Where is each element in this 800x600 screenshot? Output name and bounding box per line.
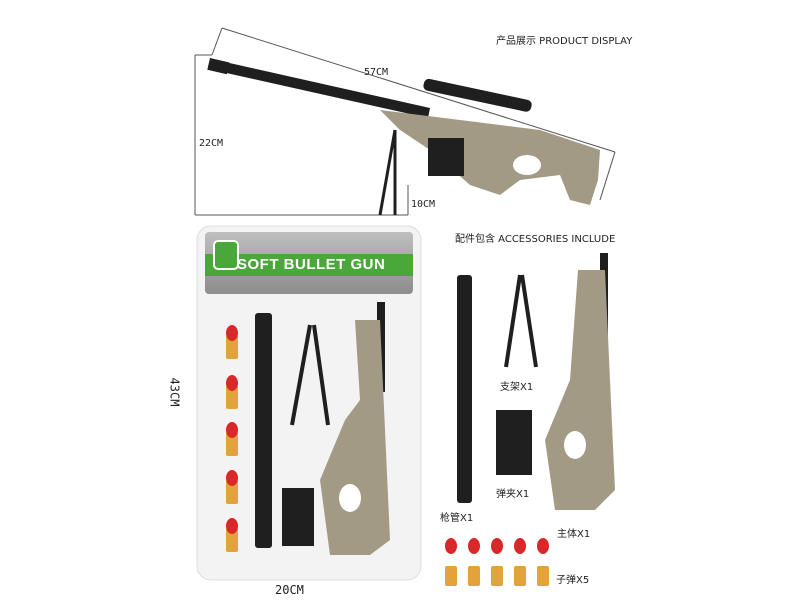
package-title: SOFT BULLET GUN: [237, 256, 386, 273]
dimension-lines: [194, 27, 616, 216]
main-body-label: 主体X1: [557, 529, 591, 540]
package-bullets: [226, 325, 238, 552]
bipod-height-label: 10CM: [411, 199, 436, 210]
package-contents: [226, 302, 390, 555]
age-badge: [213, 240, 239, 270]
rifle-top-view: [207, 58, 600, 216]
barrel-label: 枪管X1: [440, 513, 474, 524]
package-height-label: 43CM: [167, 377, 182, 407]
bullets-label: 子弹X5: [556, 575, 590, 586]
banner-strip: [205, 254, 413, 276]
accessories-illustration: [445, 253, 615, 586]
package-width-label: 20CM: [275, 583, 304, 597]
product-display-heading: 产品展示 PRODUCT DISPLAY: [496, 36, 633, 47]
package-banner: SOFT BULLET GUN: [205, 232, 413, 294]
magazine-label: 弹夹X1: [496, 489, 530, 500]
height-label: 22CM: [199, 138, 224, 149]
length-label: 57CM: [364, 67, 389, 78]
accessories-heading: 配件包含 ACCESSORIES INCLUDE: [455, 234, 616, 245]
bipod-label: 支架X1: [500, 382, 534, 393]
accessory-bullets: [445, 538, 549, 586]
